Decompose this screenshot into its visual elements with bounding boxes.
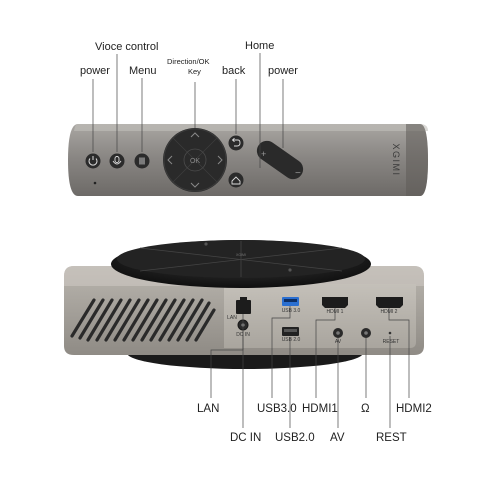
left-arrow-icon[interactable] <box>167 155 173 165</box>
minus-icon: − <box>295 168 301 179</box>
projector: XGIMI <box>64 240 424 369</box>
projector-leader-lines <box>210 306 410 428</box>
port-print-hdmi2: HDMI 2 <box>380 309 398 315</box>
remote-leader-lines <box>92 53 284 168</box>
back-button[interactable] <box>228 135 244 151</box>
port-print-av: AV <box>334 339 342 345</box>
power-button-left[interactable] <box>85 153 101 169</box>
port-print-usb2: USB 2.0 <box>281 337 301 343</box>
hdmi1-port[interactable] <box>322 297 348 308</box>
label-power-left: power <box>80 65 110 77</box>
power-icon <box>88 158 98 166</box>
plus-icon: + <box>261 149 266 159</box>
callout-rest: REST <box>376 432 407 444</box>
callout-av: AV <box>330 432 345 444</box>
port-print-usb3: USB 3.0 <box>281 308 301 314</box>
right-arrow-icon[interactable] <box>217 155 223 165</box>
callout-usb3: USB3.0 <box>257 403 297 415</box>
port-print-reset: RESET <box>382 339 400 345</box>
callout-lan: LAN <box>197 403 220 415</box>
callout-hdmi2: HDMI2 <box>396 403 432 415</box>
reset-button[interactable] <box>388 331 392 335</box>
indicator-led <box>93 181 97 185</box>
label-power-right: power <box>268 65 298 77</box>
home-button[interactable] <box>228 172 244 188</box>
volume-rocker[interactable] <box>253 137 307 183</box>
vent-grille <box>70 298 216 342</box>
port-print-hdmi1: HDMI 1 <box>326 309 344 315</box>
lan-port[interactable] <box>236 300 251 314</box>
ok-key[interactable] <box>183 148 207 172</box>
label-back: back <box>222 65 246 77</box>
disc-dot <box>288 268 292 272</box>
up-arrow-icon[interactable] <box>190 132 200 138</box>
disc-logo: XGIMI <box>236 253 246 257</box>
back-icon <box>233 139 241 147</box>
callout-audio: Ω <box>361 403 370 415</box>
remote-control: OK + − XGIMI <box>68 124 428 196</box>
label-key: Key <box>188 67 201 76</box>
label-direction-ok: Direction/OK <box>167 57 210 66</box>
down-arrow-icon[interactable] <box>190 182 200 188</box>
callout-usb2: USB2.0 <box>275 432 315 444</box>
disc-dot <box>204 242 208 246</box>
port-print-lan: LAN <box>227 315 237 321</box>
home-icon <box>231 176 241 185</box>
microphone-icon <box>114 156 120 163</box>
label-home: Home <box>245 40 275 52</box>
voice-button[interactable] <box>109 153 125 169</box>
brand-logo: XGIMI <box>391 143 401 176</box>
label-voice-control: Vioce control <box>95 41 159 53</box>
callout-dcin: DC IN <box>230 432 262 444</box>
label-menu: Menu <box>129 65 157 77</box>
ok-key-label: OK <box>190 158 200 165</box>
port-print-dcin: DC IN <box>236 332 250 338</box>
callout-hdmi1: HDMI1 <box>302 403 338 415</box>
hdmi2-port[interactable] <box>376 297 403 308</box>
